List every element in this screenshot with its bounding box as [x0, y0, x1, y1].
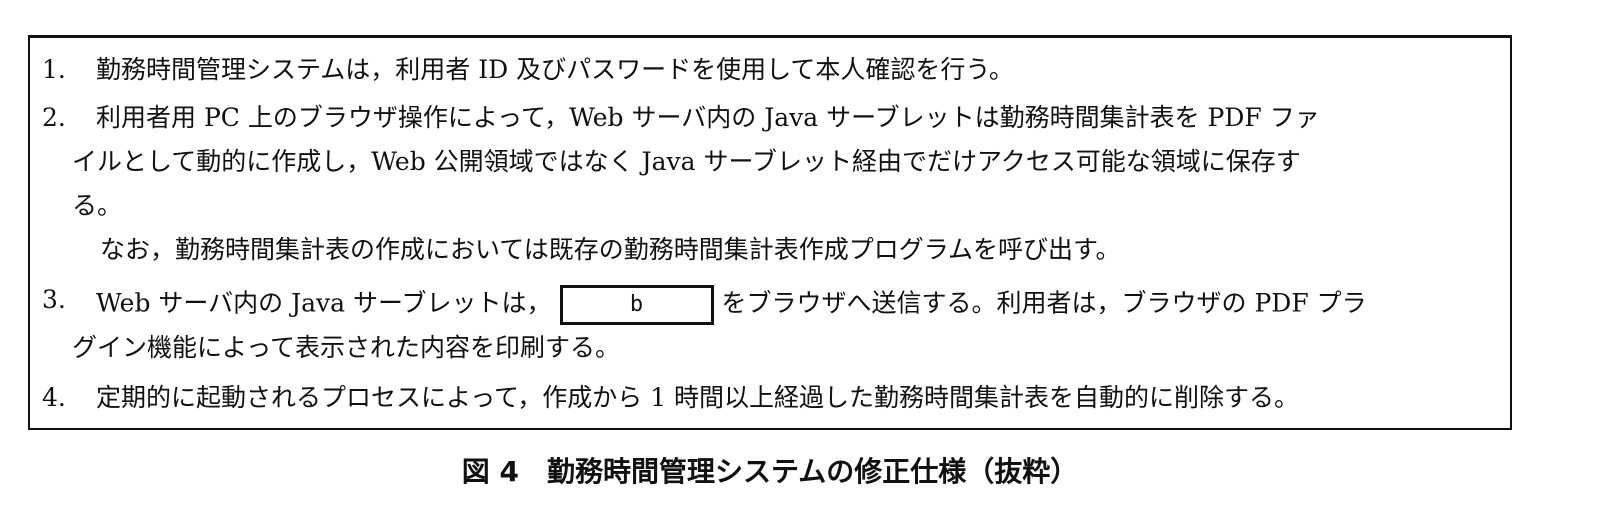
item-3-before-blank: Web サーバ内の Java サーブレットは， — [96, 288, 552, 318]
item-2-number: 2. — [42, 103, 66, 132]
item-3-after-blank: をブラウザへ送信する。利用者は，ブラウザの PDF プラ — [721, 288, 1367, 318]
item-3-number: 3. — [42, 285, 66, 314]
item-2-line-1: 利用者用 PC 上のブラウザ操作によって，Web サーバ内の Java サーブレ… — [96, 103, 1320, 132]
blank-b: b — [559, 285, 714, 325]
item-4-text: 定期的に起動されるプロセスによって，作成から 1 時間以上経過した勤務時間集計表… — [96, 383, 1300, 412]
item-3-line-2: グイン機能によって表示された内容を印刷する。 — [72, 333, 621, 362]
spec-box — [28, 35, 1512, 430]
item-2-note: なお，勤務時間集計表の作成においては既存の勤務時間集計表作成プログラムを呼び出す… — [100, 235, 1121, 264]
item-4-number: 4. — [42, 383, 66, 412]
figure-caption: 図 4 勤務時間管理システムの修正仕様（抜粋） — [461, 455, 1079, 488]
item-1-number: 1. — [42, 55, 66, 84]
item-2-line-2: イルとして動的に作成し，Web 公開領域ではなく Java サーブレット経由でだ… — [72, 147, 1301, 176]
item-2-line-3: る。 — [72, 191, 123, 220]
item-1-text: 勤務時間管理システムは，利用者 ID 及びパスワードを使用して本人確認を行う。 — [96, 55, 1014, 84]
